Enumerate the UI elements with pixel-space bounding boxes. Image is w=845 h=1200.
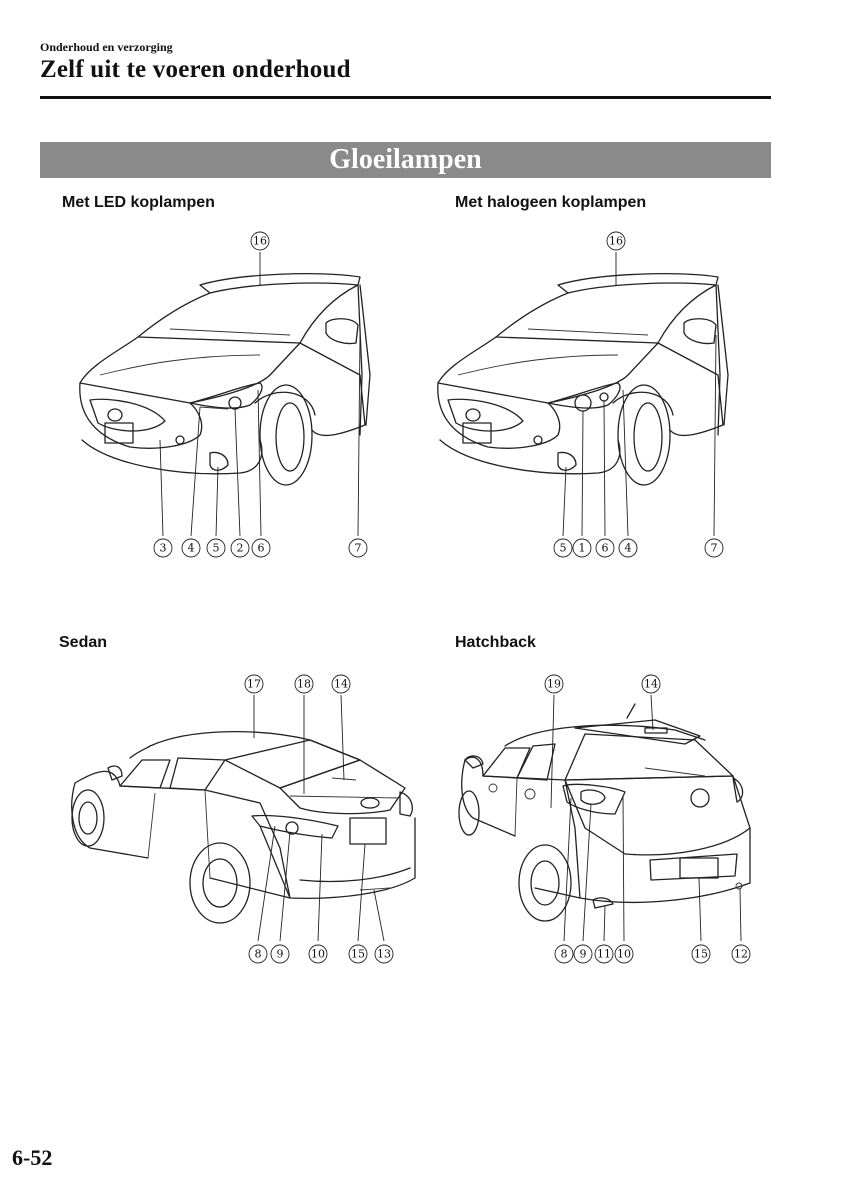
callout-15: 15 — [691, 944, 711, 964]
car-rear-drawing — [71, 730, 416, 924]
svg-text:10: 10 — [617, 948, 631, 961]
car-front-drawing — [79, 273, 371, 486]
svg-text:4: 4 — [625, 542, 632, 555]
callout-12: 12 — [731, 944, 751, 964]
callout-4: 4 — [618, 538, 638, 558]
svg-text:16: 16 — [609, 235, 623, 248]
svg-text:18: 18 — [297, 678, 311, 691]
sedan-rear-illustration: 17 18 14 8 9 10 15 13 — [71, 674, 416, 964]
callout-14: 14 — [641, 674, 661, 694]
halogen-front-illustration: 16 5 1 6 4 7 — [437, 231, 729, 558]
callout-11: 11 — [594, 944, 614, 964]
svg-text:5: 5 — [560, 542, 567, 555]
car-front-drawing — [437, 273, 729, 486]
caption-hatchback: Hatchback — [455, 634, 536, 651]
svg-text:6: 6 — [258, 542, 265, 555]
topic-banner: Gloeilampen — [40, 142, 771, 178]
callout-15: 15 — [348, 944, 368, 964]
svg-text:17: 17 — [247, 678, 261, 691]
callout-2: 2 — [230, 538, 250, 558]
banner-title: Gloeilampen — [329, 144, 482, 175]
callout-4: 4 — [181, 538, 201, 558]
led-front-illustration: 16 3 4 5 2 6 7 — [79, 231, 371, 558]
svg-text:1: 1 — [579, 542, 586, 555]
section-label: Onderhoud en verzorging — [40, 40, 173, 54]
callout-10: 10 — [308, 944, 328, 964]
callout-13: 13 — [374, 944, 394, 964]
svg-text:9: 9 — [580, 948, 587, 961]
svg-text:11: 11 — [597, 948, 611, 961]
svg-text:15: 15 — [694, 948, 708, 961]
caption-sedan: Sedan — [59, 634, 108, 651]
svg-text:2: 2 — [237, 542, 244, 555]
callout-5: 5 — [206, 538, 226, 558]
callout-19: 19 — [544, 674, 564, 694]
page-number: 6-52 — [12, 1145, 53, 1170]
callout-16: 16 — [606, 231, 626, 251]
svg-text:16: 16 — [253, 235, 267, 248]
svg-text:6: 6 — [602, 542, 609, 555]
svg-text:8: 8 — [561, 948, 568, 961]
callout-1: 1 — [572, 538, 592, 558]
svg-text:8: 8 — [255, 948, 262, 961]
page-title: Zelf uit te voeren onderhoud — [40, 56, 351, 83]
svg-text:10: 10 — [311, 948, 325, 961]
callout-8: 8 — [554, 944, 574, 964]
callout-6: 6 — [595, 538, 615, 558]
callout-7: 7 — [348, 538, 368, 558]
callout-8: 8 — [248, 944, 268, 964]
svg-text:14: 14 — [644, 678, 658, 691]
callout-17: 17 — [244, 674, 264, 694]
svg-text:5: 5 — [213, 542, 220, 555]
svg-text:15: 15 — [351, 948, 365, 961]
svg-text:13: 13 — [377, 948, 391, 961]
svg-text:19: 19 — [547, 678, 561, 691]
caption-halogen: Met halogeen koplampen — [455, 194, 647, 211]
callout-9: 9 — [270, 944, 290, 964]
callout-3: 3 — [153, 538, 173, 558]
svg-text:14: 14 — [334, 678, 348, 691]
callout-18: 18 — [294, 674, 314, 694]
svg-text:7: 7 — [355, 542, 362, 555]
svg-text:7: 7 — [711, 542, 718, 555]
caption-led: Met LED koplampen — [62, 194, 215, 211]
svg-text:4: 4 — [188, 542, 195, 555]
svg-text:3: 3 — [160, 542, 167, 555]
car-rear-drawing — [458, 703, 751, 922]
hatchback-rear-illustration: 19 14 8 9 11 10 15 12 — [458, 674, 751, 964]
callout-10: 10 — [614, 944, 634, 964]
callout-7: 7 — [704, 538, 724, 558]
header-divider — [40, 96, 771, 99]
svg-text:9: 9 — [277, 948, 284, 961]
callout-16: 16 — [250, 231, 270, 251]
callout-14: 14 — [331, 674, 351, 694]
svg-text:12: 12 — [734, 948, 748, 961]
callout-5: 5 — [553, 538, 573, 558]
callout-9: 9 — [573, 944, 593, 964]
callout-6: 6 — [251, 538, 271, 558]
